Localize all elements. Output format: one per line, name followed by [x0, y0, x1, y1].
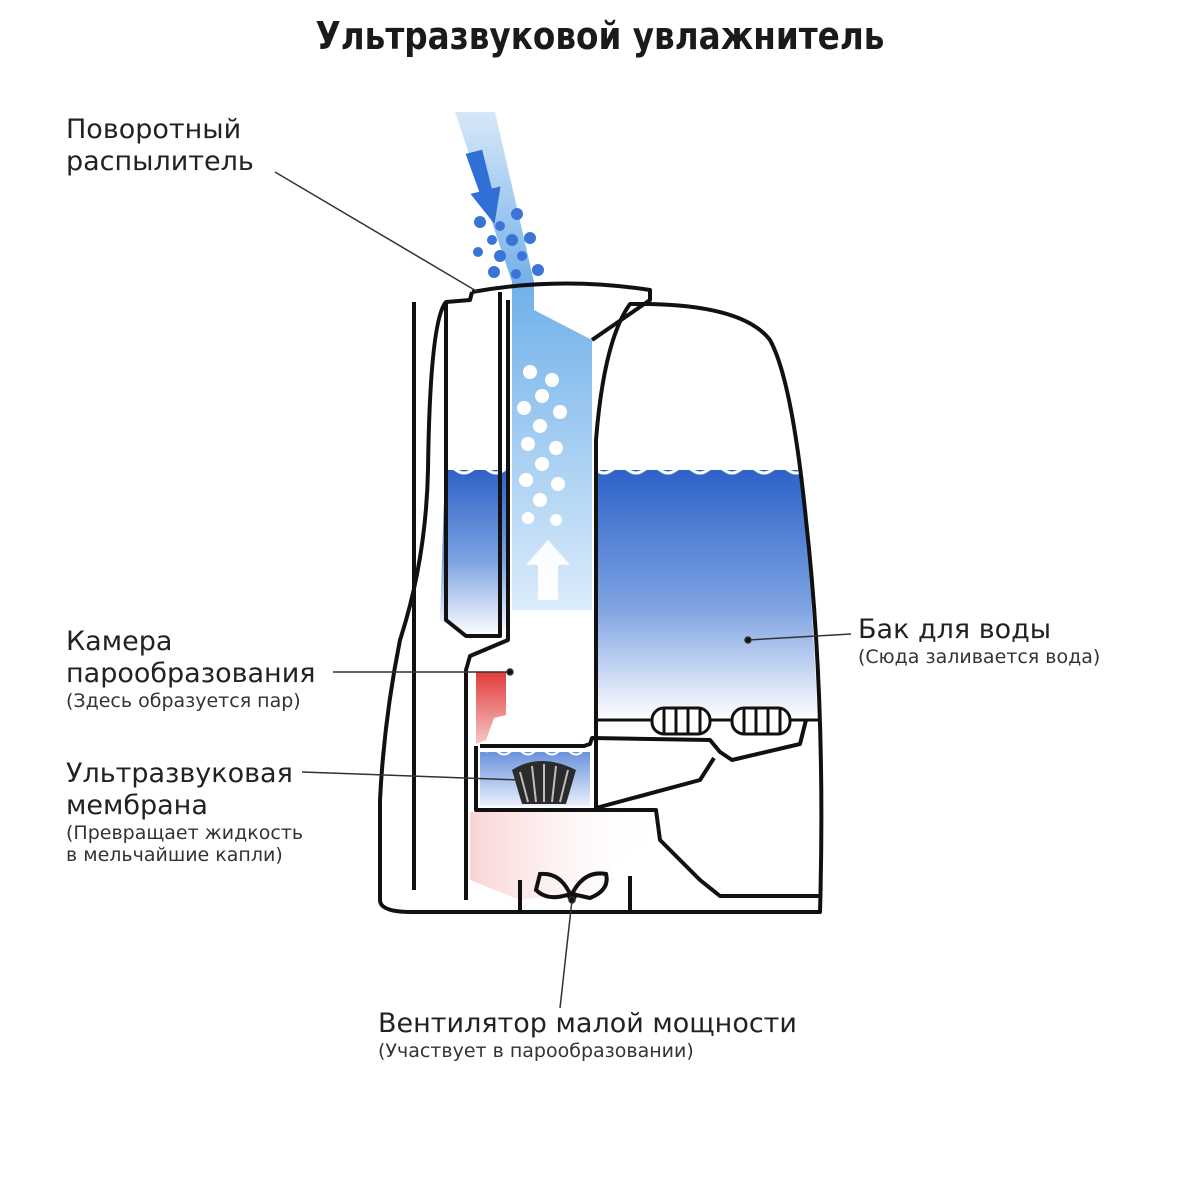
tank-label-line1: Бак для воды [858, 614, 1052, 645]
sprayer-label: Поворотный распылитель [66, 114, 254, 178]
sprayer-label-line1: Поворотный [66, 114, 242, 145]
fan-label-note: (Участвует в парообразовании) [378, 1039, 694, 1062]
tank-label-note: (Сюда заливается вода) [858, 645, 1101, 668]
chamber-label-line1: Камера [66, 626, 173, 657]
membrane-label-note2: в мельчайшие капли) [66, 844, 283, 867]
chamber-label-line2: парообразования [66, 657, 316, 689]
fan-label: Вентилятор малой мощности (Участвует в п… [378, 1008, 797, 1062]
membrane-label: Ультразвуковая мембрана (Превращает жидк… [66, 758, 303, 867]
chamber-label: Камера парообразования (Здесь образуется… [66, 626, 316, 712]
device-outline [378, 281, 824, 914]
mist-arrow-icon [526, 540, 570, 600]
sprayer-label-line2: распылитель [66, 145, 254, 177]
page-title: Ультразвуковой увлажнитель [315, 14, 885, 58]
chamber-label-note: (Здесь образуется пар) [66, 689, 301, 712]
fan-label-line1: Вентилятор малой мощности [378, 1008, 797, 1039]
membrane-label-line1: Ультразвуковая [66, 758, 293, 789]
mist-droplets [473, 208, 544, 279]
tank-floor-rods [596, 706, 820, 736]
water-tank [439, 465, 818, 720]
up-arrow-icon [465, 149, 501, 224]
steam-chamber [476, 672, 506, 744]
mist-column [512, 282, 592, 610]
ultrasonic-membrane [512, 761, 576, 804]
membrane-label-note1: (Превращает жидкость [66, 821, 304, 844]
leader-lines [274, 171, 852, 1009]
tank-label: Бак для воды (Сюда заливается вода) [858, 614, 1100, 668]
membrane-label-line2: мембрана [66, 789, 208, 821]
